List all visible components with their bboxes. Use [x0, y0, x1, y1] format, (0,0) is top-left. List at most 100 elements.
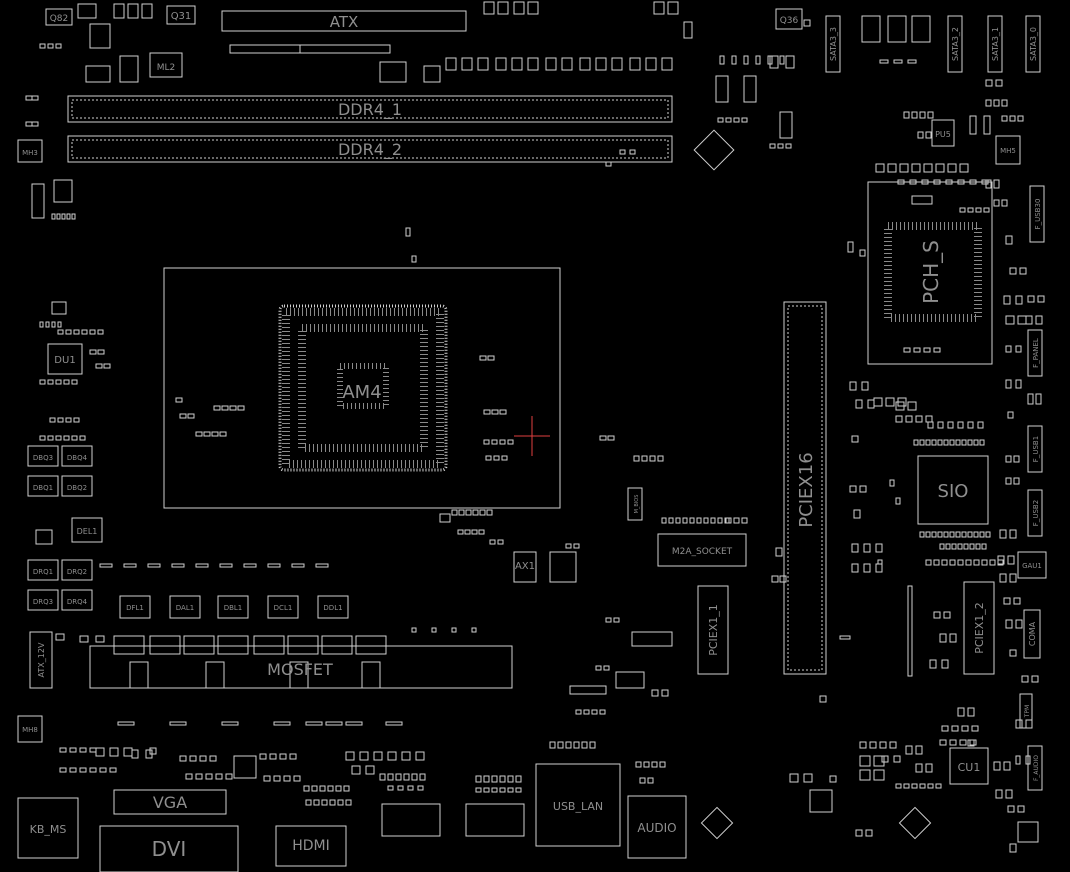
smd-pad	[209, 755, 217, 762]
smd-pad	[55, 379, 62, 385]
sata3-2-label: SATA3_2	[951, 27, 960, 61]
m2a-socket	[657, 533, 747, 567]
smd-pad	[915, 745, 923, 755]
smd-pad	[937, 531, 943, 538]
smd-pad	[89, 767, 97, 773]
smd-pad	[696, 517, 702, 524]
smd-pad	[1001, 199, 1008, 207]
smd-pad	[221, 721, 239, 726]
center-parts: M_BIOS M2A_SOCKET AX1 PCIEX1_1	[513, 487, 747, 695]
smd-pad	[373, 751, 383, 761]
smd-pad	[1015, 719, 1023, 729]
smd-pad	[279, 753, 287, 760]
smd-pad	[943, 531, 949, 538]
smd-pad	[1025, 755, 1031, 765]
smd-pad	[863, 543, 871, 553]
q82-label: Q82	[50, 14, 69, 24]
smd-pad	[985, 179, 992, 189]
smd-pad	[237, 405, 245, 411]
smd-pad	[851, 543, 859, 553]
smd-pad	[957, 707, 965, 717]
smd-pad	[97, 329, 104, 335]
smd-pad	[911, 783, 918, 789]
smd-pad	[1021, 675, 1029, 683]
smd-pad	[949, 439, 955, 446]
smd-pad	[71, 213, 76, 220]
cu1-label: CU1	[958, 761, 981, 774]
smd-pad	[999, 529, 1007, 539]
smd-pad	[931, 439, 937, 446]
smd-pad	[57, 417, 64, 423]
smd-pad	[967, 439, 973, 446]
smd-pad	[903, 347, 911, 353]
smd-pad	[993, 179, 1000, 189]
smd-pad	[66, 213, 71, 220]
du1-label: DU1	[54, 355, 75, 366]
smd-pad	[943, 611, 951, 619]
kb-ms-port	[17, 797, 79, 859]
smd-pad	[583, 709, 590, 715]
smd-pad	[913, 439, 919, 446]
coma-label: COMA	[1028, 621, 1037, 646]
dbq4-label: DBQ4	[67, 454, 88, 462]
smd-pad	[959, 739, 967, 746]
smd-pad	[975, 207, 982, 213]
smd-pad	[769, 55, 779, 69]
smd-pad	[897, 179, 905, 185]
smd-pad	[967, 207, 974, 213]
mosfet-label: MOSFET	[267, 660, 333, 679]
smd-pad	[1031, 675, 1039, 683]
smd-pad	[1035, 393, 1042, 405]
smd-pad	[59, 767, 67, 773]
smd-pad	[925, 131, 932, 139]
smd-pad	[417, 785, 424, 791]
smd-pad	[599, 435, 607, 441]
smd-pad	[985, 531, 991, 538]
pciex16-slot: PCIEX16	[783, 301, 827, 675]
smd-pad	[969, 115, 977, 135]
smd-pad	[703, 517, 709, 524]
drq3-label: DRQ3	[33, 598, 53, 606]
smd-pad	[215, 773, 223, 780]
faudio-label: F_AUDIO	[1033, 755, 1040, 781]
smd-pad	[411, 627, 417, 633]
smd-pad	[775, 547, 783, 557]
smd-pad	[1009, 267, 1017, 275]
smd-pad	[491, 775, 498, 783]
smd-pad	[943, 439, 949, 446]
smd-pad	[1005, 315, 1015, 325]
smd-pad	[56, 213, 61, 220]
smd-pad	[55, 633, 65, 641]
smd-pad	[475, 775, 482, 783]
smd-pad	[919, 783, 926, 789]
smd-pad	[777, 143, 784, 149]
smd-pad	[931, 531, 937, 538]
smd-pad	[471, 627, 477, 633]
smd-pad	[895, 401, 905, 411]
fpanel-label: F_PANEL	[1032, 338, 1040, 368]
smd-pad	[605, 617, 612, 623]
smd-pad	[109, 747, 119, 757]
right-upper: PU5 MH5 PCH_S F_USB30 F_PANEL	[693, 75, 1045, 377]
smd-pad	[1003, 295, 1011, 305]
smd-pad	[1019, 267, 1027, 275]
smd-pad	[647, 777, 654, 784]
vga-port	[113, 789, 227, 815]
smd-pad	[755, 55, 761, 65]
pciex1-1-label: PCIEX1_1	[707, 604, 720, 656]
smd-pad	[657, 455, 664, 462]
smd-pad	[293, 775, 301, 782]
smd-pad	[169, 721, 187, 726]
fusb2-label: F_USB2	[1032, 500, 1040, 526]
mh-top-label: MH3	[22, 149, 38, 157]
smd-pad	[949, 633, 957, 643]
smd-pad	[575, 709, 582, 715]
dvi-port	[99, 825, 239, 872]
smd-pad	[79, 635, 89, 643]
smd-pad	[73, 329, 80, 335]
smd-pad	[259, 753, 267, 760]
ddr4-slot-1	[67, 95, 673, 123]
smd-pad	[464, 529, 471, 535]
smd-pad	[639, 777, 646, 784]
smd-pad	[921, 179, 929, 185]
